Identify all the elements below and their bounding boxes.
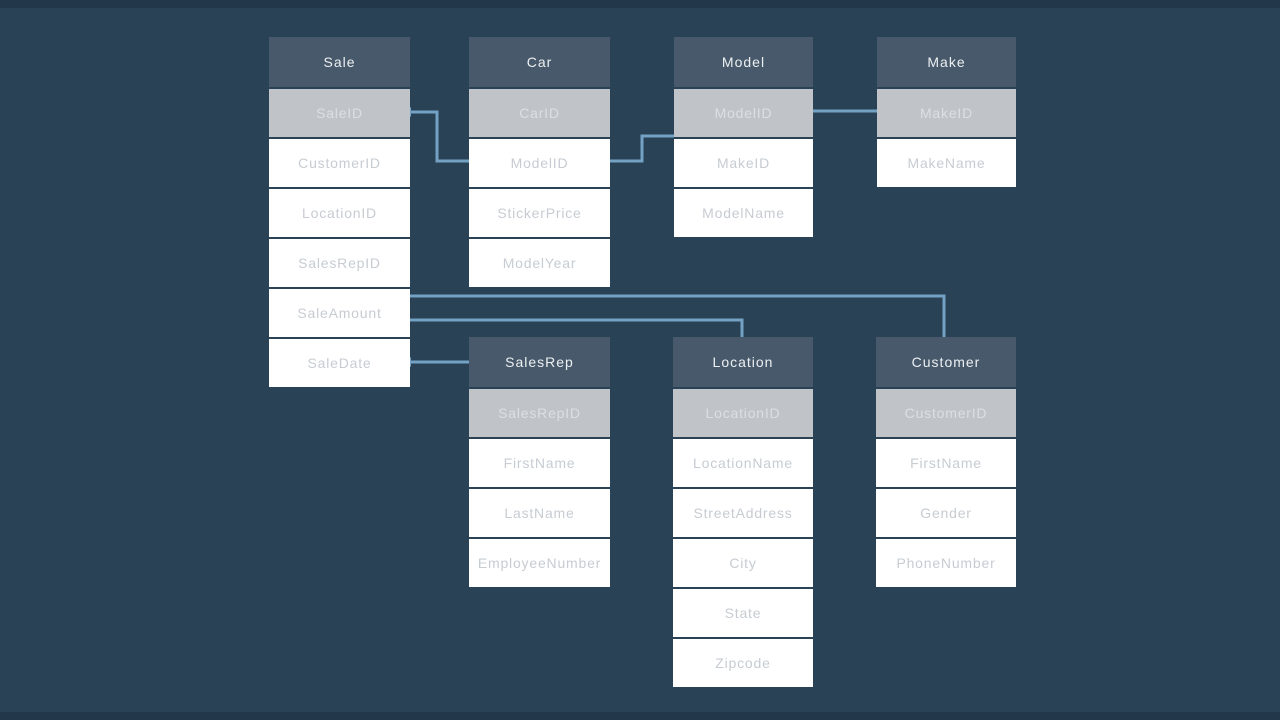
table-sale-header: Sale xyxy=(269,37,410,87)
table-customer-row-gender: Gender xyxy=(876,489,1016,537)
table-sale-row-saleamount: SaleAmount xyxy=(269,289,410,337)
table-sale: Sale SaleID CustomerID LocationID SalesR… xyxy=(269,37,410,387)
table-car-row-modelid: ModelID xyxy=(469,139,610,187)
letterbox-top xyxy=(0,0,1280,8)
connector-sale-car xyxy=(411,110,469,163)
table-model: Model ModelID MakeID ModelName xyxy=(674,37,813,237)
table-sale-row-customerid: CustomerID xyxy=(269,139,410,187)
table-location-row-streetaddress: StreetAddress xyxy=(673,489,813,537)
table-salesrep: SalesRep SalesRepID FirstName LastName E… xyxy=(469,337,610,587)
table-salesrep-key-row: SalesRepID xyxy=(469,389,610,437)
table-car: Car CarID ModelID StickerPrice ModelYear xyxy=(469,37,610,287)
table-location-row-state: State xyxy=(673,589,813,637)
table-sale-row-saledate: SaleDate xyxy=(269,339,410,387)
table-make: Make MakeID MakeName xyxy=(877,37,1016,187)
table-customer-header: Customer xyxy=(876,337,1016,387)
table-location-header: Location xyxy=(673,337,813,387)
table-customer: Customer CustomerID FirstName Gender Pho… xyxy=(876,337,1016,587)
table-location: Location LocationID LocationName StreetA… xyxy=(673,337,813,687)
table-location-row-city: City xyxy=(673,539,813,587)
table-sale-row-salesrepid: SalesRepID xyxy=(269,239,410,287)
table-salesrep-row-firstname: FirstName xyxy=(469,439,610,487)
table-salesrep-row-employeenumber: EmployeeNumber xyxy=(469,539,610,587)
table-salesrep-header: SalesRep xyxy=(469,337,610,387)
connector-car-model xyxy=(610,134,674,163)
table-model-key-row: ModelID xyxy=(674,89,813,137)
table-make-row-makename: MakeName xyxy=(877,139,1016,187)
table-sale-row-locationid: LocationID xyxy=(269,189,410,237)
table-model-row-modelname: ModelName xyxy=(674,189,813,237)
table-location-row-locationname: LocationName xyxy=(673,439,813,487)
table-location-row-zipcode: Zipcode xyxy=(673,639,813,687)
table-customer-row-firstname: FirstName xyxy=(876,439,1016,487)
connector-sale-customer xyxy=(410,294,946,340)
table-model-row-makeid: MakeID xyxy=(674,139,813,187)
table-salesrep-row-lastname: LastName xyxy=(469,489,610,537)
table-make-header: Make xyxy=(877,37,1016,87)
table-make-key-row: MakeID xyxy=(877,89,1016,137)
table-location-key-row: LocationID xyxy=(673,389,813,437)
table-car-header: Car xyxy=(469,37,610,87)
table-customer-key-row: CustomerID xyxy=(876,389,1016,437)
table-car-key-row: CarID xyxy=(469,89,610,137)
table-customer-row-phonenumber: PhoneNumber xyxy=(876,539,1016,587)
letterbox-bottom xyxy=(0,712,1280,720)
table-model-header: Model xyxy=(674,37,813,87)
table-car-row-stickerprice: StickerPrice xyxy=(469,189,610,237)
table-car-row-modelyear: ModelYear xyxy=(469,239,610,287)
table-sale-key-row: SaleID xyxy=(269,89,410,137)
